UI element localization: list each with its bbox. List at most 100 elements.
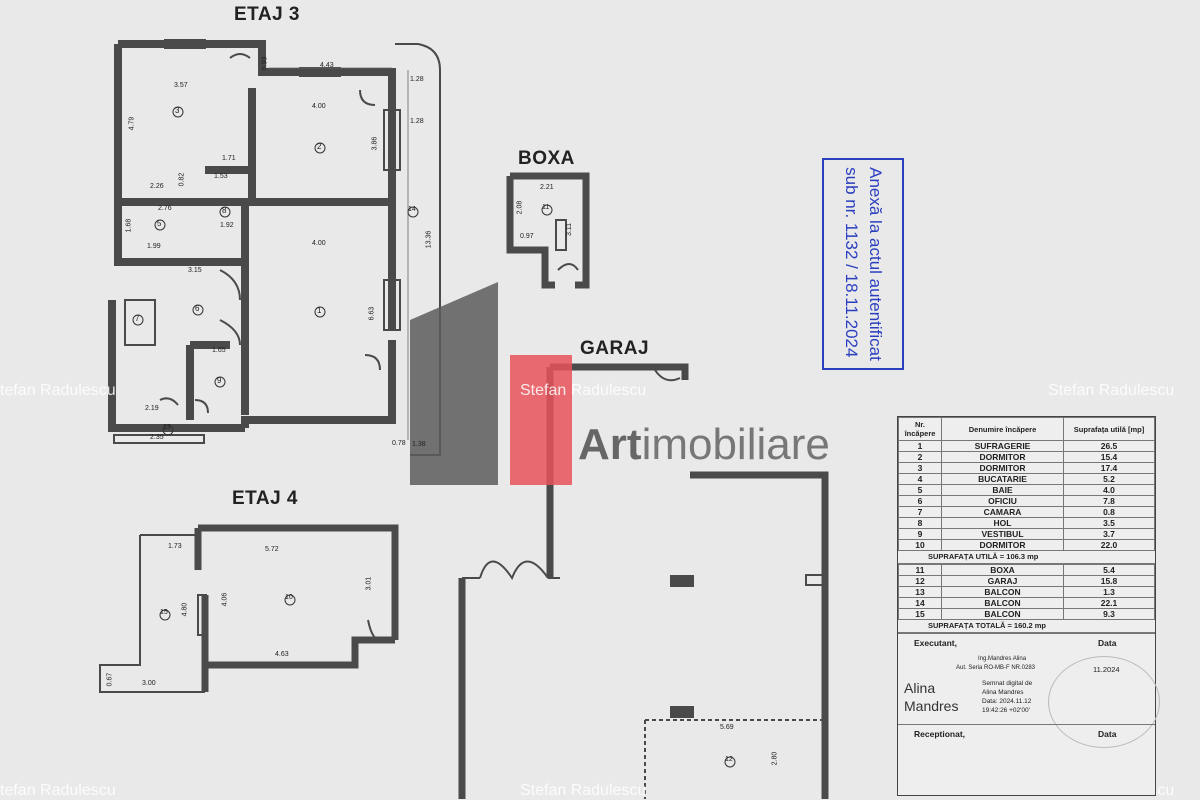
room-number-cell: 12 (898, 575, 942, 587)
room-number-cell: 14 (898, 597, 942, 609)
label-etaj3: ETAJ 3 (234, 4, 301, 25)
dimension: 3.00 (142, 680, 156, 687)
dimension: 1.92 (220, 222, 234, 229)
room-number: 8 (222, 206, 227, 215)
brand-imobiliare: imobiliare (641, 420, 830, 469)
dimension: 4.00 (312, 103, 326, 110)
room-number-cell: 2 (898, 451, 942, 463)
room-area-cell: 26.5 (1063, 440, 1155, 452)
dimension: 1.71 (222, 155, 236, 162)
room-area-cell: 7.8 (1063, 495, 1155, 507)
digital-sig-line: Alina Mandres (982, 689, 1024, 696)
dimension: 6.63 (368, 306, 376, 321)
dimension: 0.97 (520, 233, 534, 240)
room-name-cell: OFICIU (941, 495, 1064, 507)
room-number: 12 (725, 756, 733, 763)
watermark-gray-shape (410, 282, 498, 485)
room-area-cell: 3.5 (1063, 517, 1155, 529)
label-garaj: GARAJ (580, 338, 650, 359)
room-name-cell: BALCON (941, 597, 1064, 609)
room-area-cell: 1.3 (1063, 586, 1155, 598)
room-number: 10 (285, 594, 293, 601)
dimension: 5.69 (720, 724, 734, 731)
room-area-cell: 17.4 (1063, 462, 1155, 474)
header-nr: Nr. încăpere (898, 417, 942, 441)
dimension: 3.57 (174, 82, 188, 89)
dimension: 4.00 (312, 240, 326, 247)
room-number: 6 (195, 304, 200, 313)
stamp-line-2: sub nr. 1132 / 18.11.2024 (842, 167, 861, 358)
dimension: 2.08 (516, 200, 524, 215)
room-area-cell: 15.4 (1063, 451, 1155, 463)
room-name-cell: HOL (941, 517, 1064, 529)
room-name-cell: GARAJ (941, 575, 1064, 587)
dimension: 1.38 (412, 441, 426, 448)
dimension: 3.01 (365, 576, 373, 591)
room-name-cell: DORMITOR (941, 451, 1064, 463)
room-number-cell: 15 (898, 608, 942, 620)
authorization: Aut. Seria RO-MB-F NR.0283 (956, 665, 1036, 671)
dimension: 2.19 (145, 405, 159, 412)
digital-sig-line: Semnat digital de (982, 680, 1033, 687)
executant-block: Executant, Data Ing.Mandres Alina Aut. S… (898, 633, 1160, 748)
dimension: 4.63 (275, 651, 289, 658)
notary-stamp: Anexă la actul autentificat sub nr. 1132… (822, 158, 904, 370)
room-area-cell: 0.8 (1063, 506, 1155, 518)
room-area-cell: 5.4 (1063, 564, 1155, 576)
brand-art: Art (578, 420, 642, 469)
dimension: 2.35 (150, 434, 164, 441)
dimension: 0.82 (178, 172, 186, 187)
dimension: 2.80 (771, 751, 779, 766)
dimension: 3.11 (566, 222, 574, 237)
dimension: 0.78 (392, 440, 406, 447)
room-number: 15 (160, 609, 168, 616)
sum-total: SUPRAFAȚA TOTALĂ = 160.2 mp (898, 620, 1155, 633)
dimension: 13.36 (425, 230, 433, 249)
receptionat-block: Receptionat, Data (898, 724, 1155, 795)
dimension: 1.99 (147, 243, 161, 250)
room-area-cell: 3.7 (1063, 528, 1155, 540)
header-denumire: Denumire încăpere (941, 417, 1064, 441)
digital-sig-line: 19:42:26 +02'00' (982, 707, 1030, 714)
room-name-cell: DORMITOR (941, 462, 1064, 474)
watermark-red-shape (510, 355, 572, 485)
dimension: 3.15 (188, 267, 202, 274)
room-number: 5 (157, 219, 162, 228)
room-name-cell: CAMARA (941, 506, 1064, 518)
dimension: 4.79 (128, 116, 136, 131)
dimension: 1.68 (125, 218, 133, 233)
dimension: 2.76 (158, 205, 172, 212)
dimension: 1.28 (410, 76, 424, 83)
room-number: 14 (408, 206, 416, 213)
room-name-cell: SUFRAGERIE (941, 440, 1064, 452)
room-number-cell: 13 (898, 586, 942, 598)
room-area-cell: 9.3 (1063, 608, 1155, 620)
dimension: 5.72 (265, 546, 279, 553)
room-number-cell: 4 (898, 473, 942, 485)
room-number: 1 (317, 306, 322, 315)
label-boxa: BOXA (518, 148, 575, 169)
dimension: 1.65 (212, 347, 226, 354)
watermark-text: Stefan Radulescu (520, 782, 647, 799)
dimension: 0.93 (261, 56, 269, 71)
legend-table-a: Nr. încăpere Denumire încăpere Suprafața… (898, 417, 1155, 551)
room-name-cell: BAIE (941, 484, 1064, 496)
room-name-cell: BOXA (941, 564, 1064, 576)
seal-stamp (1048, 656, 1160, 748)
room-area-cell: 22.1 (1063, 597, 1155, 609)
dimension: 4.43 (320, 62, 334, 69)
room-area-cell: 5.2 (1063, 473, 1155, 485)
room-number-cell: 8 (898, 517, 942, 529)
room-number-cell: 1 (898, 440, 942, 452)
room-area-cell: 4.0 (1063, 484, 1155, 496)
